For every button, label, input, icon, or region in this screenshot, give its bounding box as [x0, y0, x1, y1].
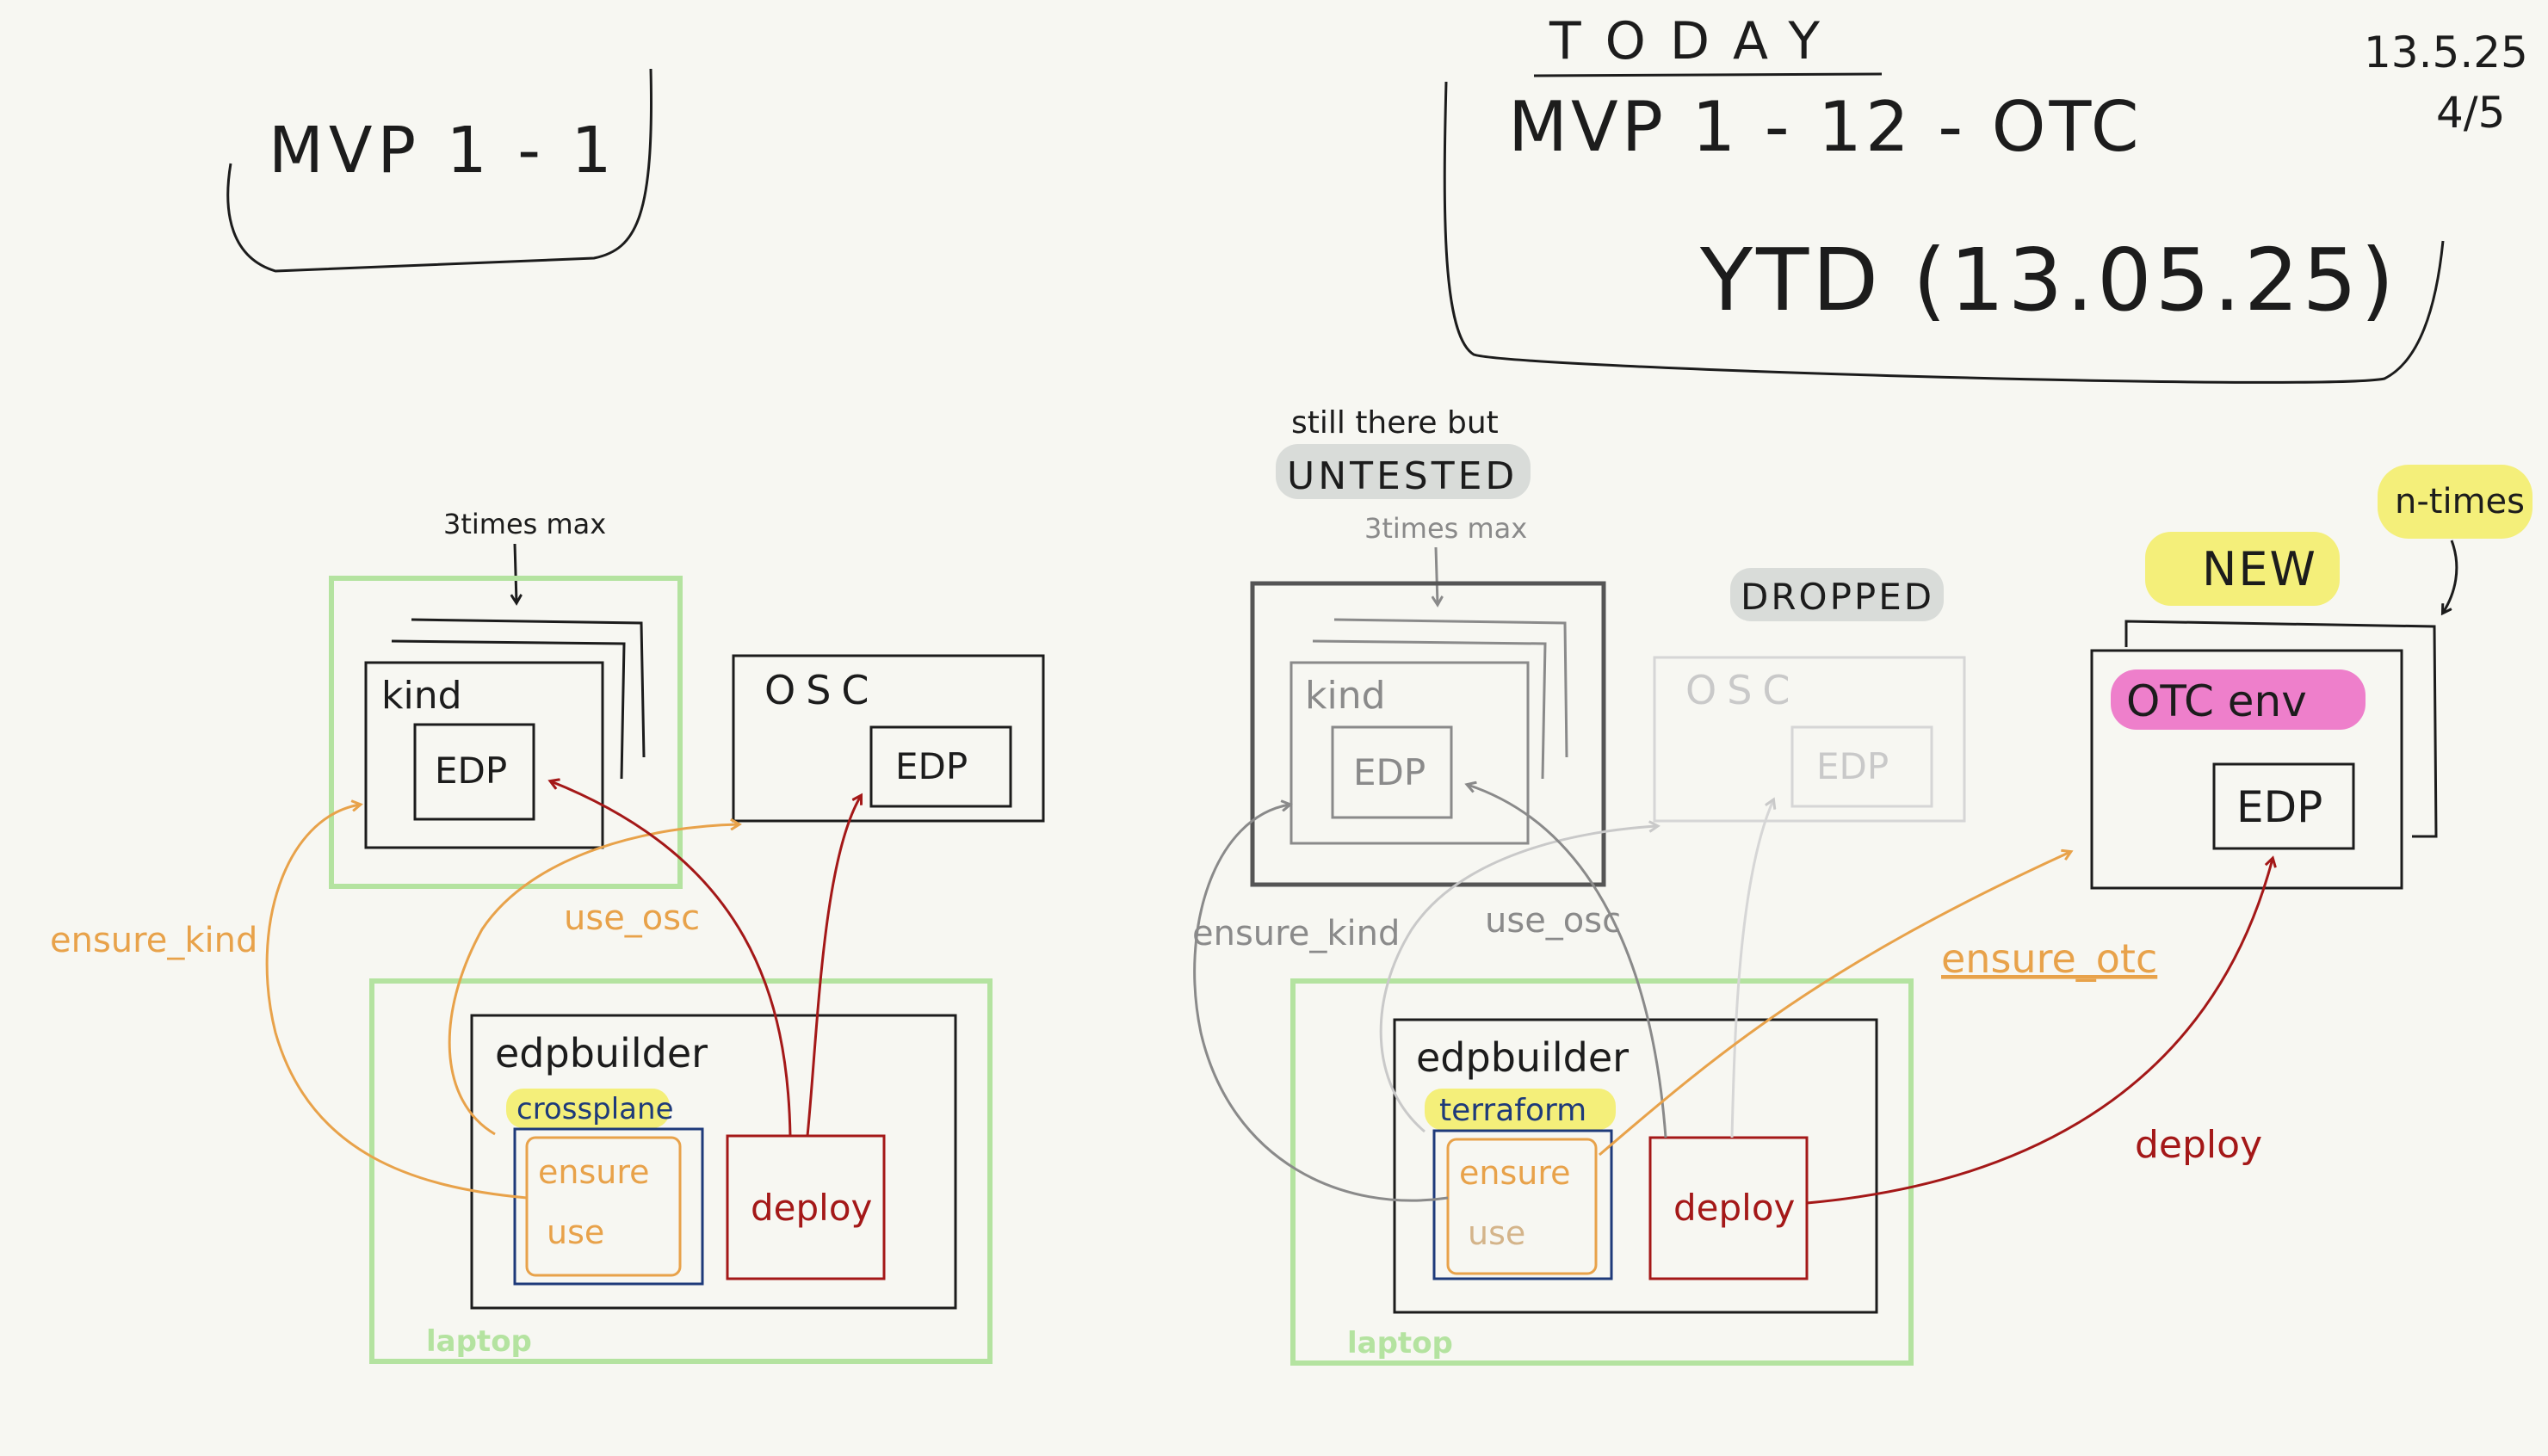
right-title: MVP 1 - 12 - OTC — [1508, 87, 2143, 167]
left-three-times-arrow — [515, 543, 516, 602]
left-kind-green-zone — [329, 576, 683, 889]
left-deploy-to-kind-arrow — [551, 781, 792, 1137]
left-three-times-max: 3times max — [443, 508, 606, 540]
terraform-label: terraform — [1439, 1093, 1586, 1128]
left-ensure-kind-label: ensure_kind — [50, 921, 257, 960]
left-title: MVP 1 - 1 — [269, 114, 617, 188]
left-crossplane-label: crossplane — [516, 1092, 673, 1126]
deploy-to-otc-arrow — [1806, 859, 2273, 1205]
untested-label: UNTESTED — [1287, 454, 1518, 498]
right-deploy-to-kind-arrow — [1468, 785, 1667, 1138]
right-kind-box — [1289, 661, 1530, 845]
otc-env-box — [2090, 649, 2403, 890]
untested-highlight — [1276, 444, 1531, 499]
right-kind-stack-mid — [1312, 639, 1547, 780]
left-crossplane-frame — [513, 1127, 704, 1286]
left-ensure-use-box — [525, 1136, 682, 1277]
left-osc-box — [732, 654, 1045, 823]
left-edp-in-kind-label: EDP — [435, 750, 507, 792]
left-use-label: use — [547, 1213, 604, 1251]
otc-env-highlight — [2111, 669, 2366, 730]
left-deploy-to-osc-arrow — [806, 796, 861, 1137]
right-osc-label: OSC — [1685, 667, 1801, 713]
right-use-label: use — [1468, 1214, 1525, 1252]
new-label: NEW — [2202, 542, 2317, 596]
date-bottom: 4/5 — [2436, 88, 2505, 138]
left-deploy-box — [726, 1134, 886, 1280]
left-use-osc-arrow — [448, 824, 739, 1136]
left-kind-box — [364, 661, 604, 849]
right-edp-in-osc-box — [1790, 725, 1933, 808]
right-edpbuilder-label: edpbuilder — [1416, 1034, 1629, 1081]
right-edp-in-osc-label: EDP — [1816, 745, 1889, 787]
right-edp-in-kind-label: EDP — [1353, 751, 1426, 793]
right-osc-box — [1653, 656, 1966, 823]
still-there-but-label: still there but — [1291, 405, 1499, 441]
left-ensure-kind-arrow — [265, 805, 528, 1200]
ensure-otc-arrow — [1599, 852, 2070, 1157]
left-edp-in-osc-label: EDP — [895, 745, 968, 787]
otc-env-label: OTC env — [2126, 676, 2307, 726]
left-crossplane-highlight — [506, 1089, 670, 1128]
right-three-times-max: 3times max — [1364, 512, 1527, 545]
right-kind-stack-back — [1333, 618, 1568, 758]
terraform-highlight — [1425, 1089, 1616, 1130]
ensure-otc-label: ensure_otc — [1941, 935, 2157, 982]
date-top: 13.5.25 — [2364, 28, 2528, 77]
right-three-times-arrow — [1436, 546, 1438, 604]
left-title-bracket — [226, 68, 652, 273]
left-diagram: 3times max kind EDP OSC EDP laptop edpbu… — [50, 508, 1045, 1364]
left-kind-label: kind — [381, 674, 462, 718]
left-ensure-label: ensure — [538, 1153, 650, 1191]
right-use-osc-label: use_osc — [1485, 901, 1621, 941]
n-times-label: n-times — [2395, 482, 2525, 521]
right-kind-outer-frame — [1250, 581, 1606, 887]
right-deploy-to-osc-arrow — [1730, 800, 1773, 1138]
left-laptop-green-zone — [369, 978, 993, 1364]
left-edpbuilder-box — [470, 1014, 957, 1310]
right-deploy-label: deploy — [1673, 1187, 1795, 1229]
right-ensure-kind-label: ensure_kind — [1192, 914, 1400, 953]
left-kind-stack-mid — [391, 639, 626, 780]
right-edp-in-otc-label: EDP — [2236, 782, 2322, 832]
today-label: TODAY — [1549, 11, 1844, 71]
left-kind-stack-back — [411, 618, 646, 758]
right-edp-in-otc-box — [2212, 762, 2355, 850]
today-underline — [1533, 72, 1883, 77]
header-right-group: TODAY MVP 1 - 12 - OTC YTD (13.05.25) 13… — [1443, 11, 2528, 384]
left-deploy-label: deploy — [751, 1187, 872, 1229]
right-ensure-label: ensure — [1459, 1154, 1571, 1192]
right-ensure-use-box — [1446, 1138, 1598, 1275]
left-edp-in-osc-box — [869, 725, 1012, 808]
right-laptop-label: laptop — [1347, 1326, 1453, 1360]
right-diagram: still there but UNTESTED 3times max kind… — [1192, 405, 2533, 1366]
ytd-label: YTD (13.05.25) — [1699, 230, 2397, 330]
left-use-osc-label: use_osc — [564, 898, 700, 938]
left-edp-in-kind-box — [413, 723, 535, 821]
right-use-osc-arrow — [1379, 826, 1657, 1133]
n-times-arrow — [2443, 540, 2458, 613]
right-title-bracket — [1443, 81, 2445, 384]
new-highlight — [2145, 532, 2340, 606]
left-edpbuilder-label: edpbuilder — [495, 1030, 708, 1077]
right-deploy-box — [1648, 1136, 1809, 1280]
dropped-label: DROPPED — [1741, 576, 1934, 618]
right-edp-in-kind-box — [1331, 725, 1453, 819]
right-edpbuilder-box — [1393, 1018, 1878, 1314]
n-times-highlight — [2378, 465, 2533, 539]
left-laptop-label: laptop — [426, 1324, 532, 1359]
right-ensure-kind-arrow — [1193, 805, 1449, 1202]
otc-env-stack-back — [2124, 620, 2438, 838]
left-osc-label: OSC — [764, 667, 880, 713]
right-kind-label: kind — [1305, 674, 1386, 718]
header-left-group: MVP 1 - 1 — [226, 68, 652, 273]
dropped-highlight — [1730, 568, 1944, 621]
deploy-to-otc-label: deploy — [2135, 1123, 2262, 1167]
terraform-frame — [1432, 1129, 1613, 1280]
right-laptop-green-zone — [1290, 978, 1914, 1366]
